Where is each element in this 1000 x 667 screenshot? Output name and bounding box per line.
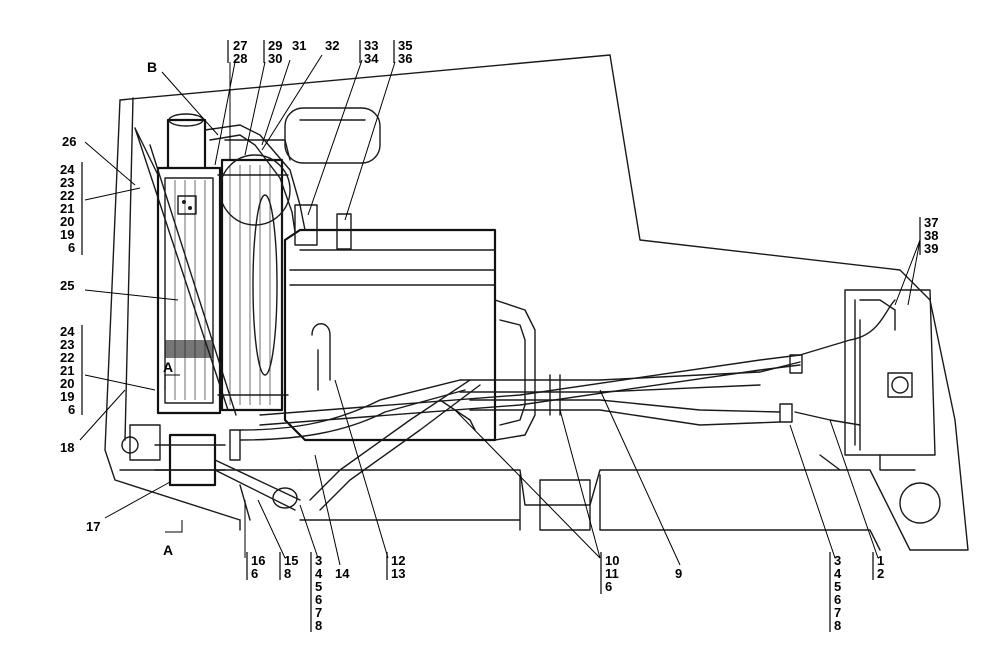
callout-31: 31 bbox=[292, 38, 306, 53]
callout-upper-20: 20 bbox=[60, 214, 74, 229]
callout-upper-6: 6 bbox=[68, 240, 75, 255]
callout-38: 38 bbox=[924, 228, 938, 243]
callout-12: 12 bbox=[391, 553, 405, 568]
callout-32: 32 bbox=[325, 38, 339, 53]
callout-1: 1 bbox=[877, 553, 884, 568]
callout-9: 9 bbox=[675, 566, 682, 581]
callout-lower-21: 21 bbox=[60, 363, 74, 378]
callout-13: 13 bbox=[391, 566, 405, 581]
callout-8b: 8 bbox=[834, 618, 841, 633]
callout-35: 35 bbox=[398, 38, 412, 53]
callout-14: 14 bbox=[335, 566, 350, 581]
machine-body-outline bbox=[104, 54, 969, 551]
callout-4b: 4 bbox=[834, 566, 842, 581]
bottom-callouts: 16 6 15 8 3 4 5 6 7 8 14 12 13 10 11 6 9… bbox=[251, 553, 884, 633]
callout-34: 34 bbox=[364, 51, 379, 66]
callout-28: 28 bbox=[233, 51, 247, 66]
callout-3b: 3 bbox=[834, 553, 841, 568]
callout-4a: 4 bbox=[315, 566, 323, 581]
callout-10-6: 6 bbox=[605, 579, 612, 594]
callout-6a: 6 bbox=[315, 592, 322, 607]
callout-B: B bbox=[147, 59, 157, 75]
callout-upper-22: 22 bbox=[60, 188, 74, 203]
callout-18: 18 bbox=[60, 440, 74, 455]
callout-upper-19: 19 bbox=[60, 227, 74, 242]
callout-39: 39 bbox=[924, 241, 938, 256]
engine-block bbox=[283, 228, 536, 442]
callout-7a: 7 bbox=[315, 605, 322, 620]
left-callout-stack-upper: 24 23 22 21 20 19 6 bbox=[60, 162, 75, 255]
callout-upper-21: 21 bbox=[60, 201, 74, 216]
callout-33: 33 bbox=[364, 38, 378, 53]
callout-10: 10 bbox=[605, 553, 619, 568]
callout-3a: 3 bbox=[315, 553, 322, 568]
callout-29: 29 bbox=[268, 38, 282, 53]
right-callout-stack: 37 38 39 bbox=[924, 215, 938, 256]
callout-lower-24: 24 bbox=[60, 324, 75, 339]
callout-lower-20: 20 bbox=[60, 376, 74, 391]
callout-36: 36 bbox=[398, 51, 412, 66]
callout-5a: 5 bbox=[315, 579, 322, 594]
callout-7b: 7 bbox=[834, 605, 841, 620]
callouts-top: 27 28 29 30 31 32 33 34 35 36 B 26 bbox=[62, 38, 412, 149]
radiator bbox=[134, 113, 237, 416]
callout-upper-23: 23 bbox=[60, 175, 74, 190]
callout-A-lower: A bbox=[163, 542, 173, 558]
expansion-tank bbox=[284, 107, 381, 164]
callout-8a: 8 bbox=[315, 618, 322, 633]
callout-lower-23: 23 bbox=[60, 337, 74, 352]
fan-and-shroud bbox=[217, 139, 291, 412]
lower-pump-assembly bbox=[121, 424, 301, 521]
callout-15: 15 bbox=[284, 553, 298, 568]
callout-27: 27 bbox=[233, 38, 247, 53]
leader-lines bbox=[79, 54, 921, 566]
coolant-hoses bbox=[204, 124, 466, 441]
callout-15-8: 8 bbox=[284, 566, 291, 581]
callout-16: 16 bbox=[251, 553, 265, 568]
callout-lower-22: 22 bbox=[60, 350, 74, 365]
callout-lower-6: 6 bbox=[68, 402, 75, 417]
callout-17: 17 bbox=[86, 519, 100, 534]
callout-A-upper: A bbox=[163, 359, 173, 375]
callout-11: 11 bbox=[605, 566, 619, 581]
hydraulic-lines bbox=[259, 299, 913, 511]
callout-37: 37 bbox=[924, 215, 938, 230]
callout-upper-24: 24 bbox=[60, 162, 75, 177]
callout-lower-19: 19 bbox=[60, 389, 74, 404]
callout-5b: 5 bbox=[834, 579, 841, 594]
callout-30: 30 bbox=[268, 51, 282, 66]
callout-26: 26 bbox=[62, 134, 76, 149]
left-callout-stack-lower: 24 23 22 21 20 19 6 bbox=[60, 324, 75, 417]
callout-6b: 6 bbox=[834, 592, 841, 607]
callout-25: 25 bbox=[60, 278, 74, 293]
callout-dividers bbox=[81, 40, 921, 632]
callout-16-6: 6 bbox=[251, 566, 258, 581]
callout-2: 2 bbox=[877, 566, 884, 581]
